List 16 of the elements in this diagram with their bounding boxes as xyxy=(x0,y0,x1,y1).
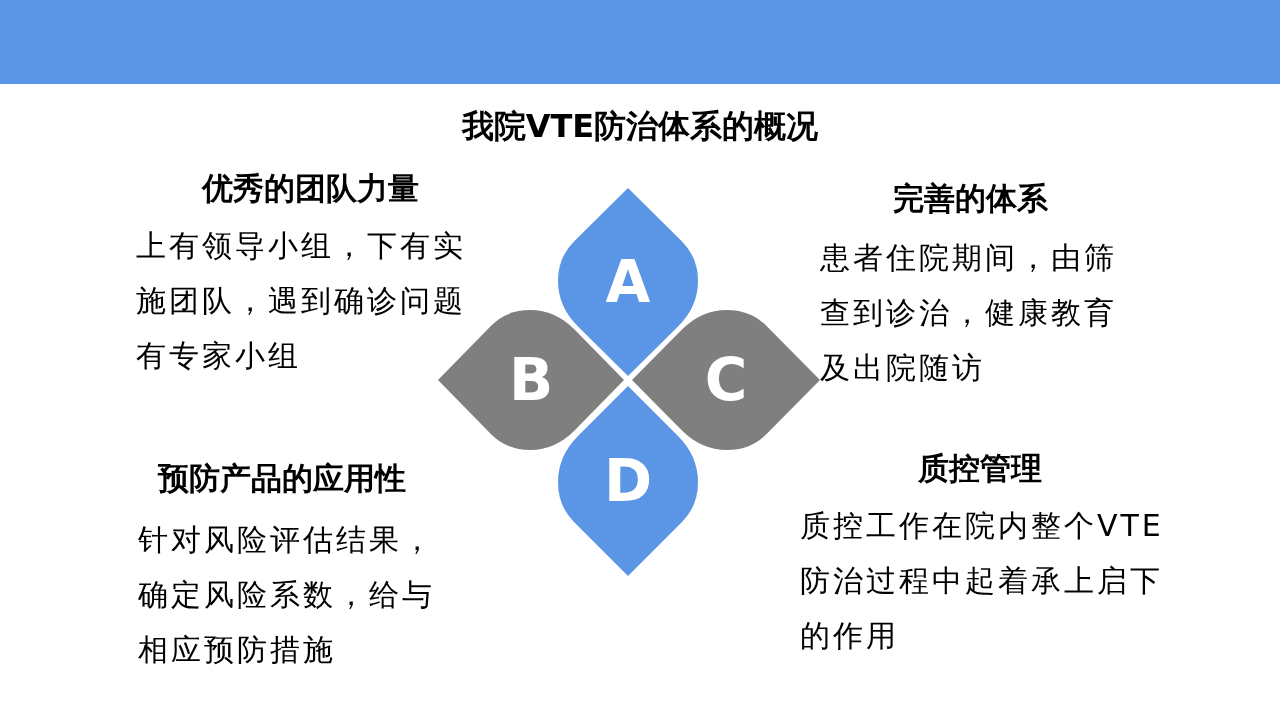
petal-shape xyxy=(632,310,820,450)
petal-letter: A xyxy=(605,250,651,314)
section-heading: 预防产品的应用性 xyxy=(156,459,407,498)
petal-letter: D xyxy=(603,449,653,513)
section-heading: 优秀的团队力量 xyxy=(200,169,420,208)
petal-shape xyxy=(558,386,698,576)
petal-letter: C xyxy=(704,348,748,412)
petal-shape xyxy=(558,188,698,376)
body-text: 质控工作在院内整个VTE防治过程中起着承上启下的作用 xyxy=(800,507,1165,655)
body-text: 患者住院期间，由筛查到诊治，健康教育及出院随访 xyxy=(820,239,1118,387)
section-heading: 完善的体系 xyxy=(891,179,1049,218)
petal-letter: B xyxy=(508,348,554,412)
body-text: 上有领导小组，下有实施团队，遇到确诊问题有专家小组 xyxy=(136,227,467,375)
section-heading: 质控管理 xyxy=(917,449,1043,488)
body-text: 针对风险评估结果，确定风险系数，给与相应预防措施 xyxy=(138,521,436,669)
slide-title: 我院VTE防治体系的概况 xyxy=(460,106,820,147)
